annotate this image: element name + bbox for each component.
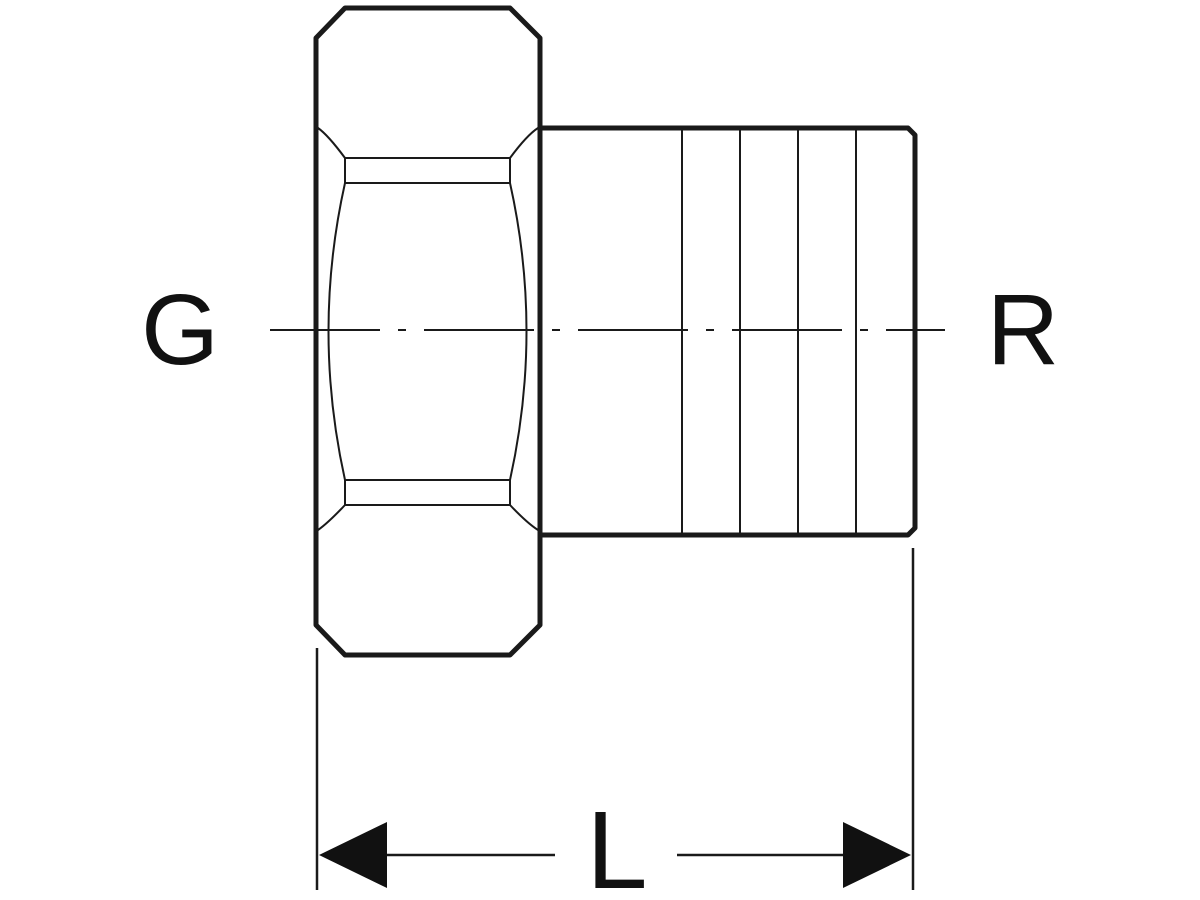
threaded-spigot [537,125,918,538]
hex-middle-curve-left [327,182,346,481]
spigot-outline [537,125,918,538]
label-g: G [141,274,219,386]
hex-nut-chamfer-lower [317,504,539,531]
label-r: R [987,274,1059,386]
hex-nut-chamfer-upper [317,127,539,159]
hex-nut [313,5,543,658]
label-l: L [586,789,647,900]
arrow-right-icon [843,822,911,888]
hex-middle-curve-right [509,182,528,481]
dimension-length: L [315,548,915,900]
arrow-left-icon [319,822,387,888]
hex-nut-outline [313,5,543,658]
